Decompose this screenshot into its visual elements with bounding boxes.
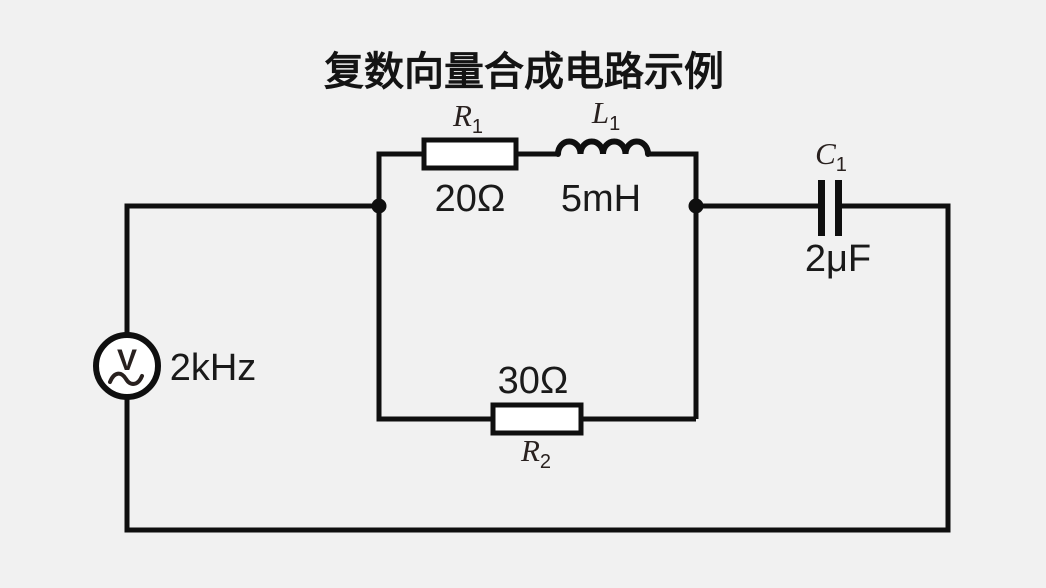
source-frequency-label: 2kHz <box>170 347 257 389</box>
capacitor-c1: C1 2μF <box>805 136 871 280</box>
inductor-l1-coil <box>555 138 651 157</box>
resistor-r1-label: R1 <box>452 98 483 138</box>
inductor-l1: L1 5mH <box>555 95 651 220</box>
capacitor-c1-label: C1 <box>815 136 847 176</box>
resistor-r1: R1 20Ω <box>421 98 519 220</box>
diagram-title: 复数向量合成电路示例 <box>324 50 724 94</box>
wire-top-branch-right <box>648 151 699 419</box>
resistor-r2-label: R2 <box>520 433 551 473</box>
resistor-r1-body <box>421 137 519 171</box>
wire-top-branch-left <box>376 151 424 206</box>
resistor-r1-value: 20Ω <box>435 178 506 220</box>
junction-node-right <box>688 198 704 214</box>
junction-node-left <box>371 198 387 214</box>
resistor-r2: 30Ω R2 <box>490 360 584 473</box>
wire-left-top <box>124 203 379 336</box>
wire-bottom-branch-left <box>376 206 493 422</box>
wires <box>124 151 951 533</box>
capacitor-c1-value: 2μF <box>805 238 871 280</box>
resistor-r2-body <box>490 402 584 436</box>
resistor-r2-value: 30Ω <box>498 360 569 402</box>
sine-wave-icon <box>108 371 144 386</box>
voltage-source: V 2kHz <box>93 332 257 400</box>
wire-bottom-right <box>124 203 951 533</box>
inductor-l1-value: 5mH <box>561 178 641 220</box>
inductor-l1-label: L1 <box>591 95 620 135</box>
voltage-source-symbol: V <box>117 344 137 377</box>
